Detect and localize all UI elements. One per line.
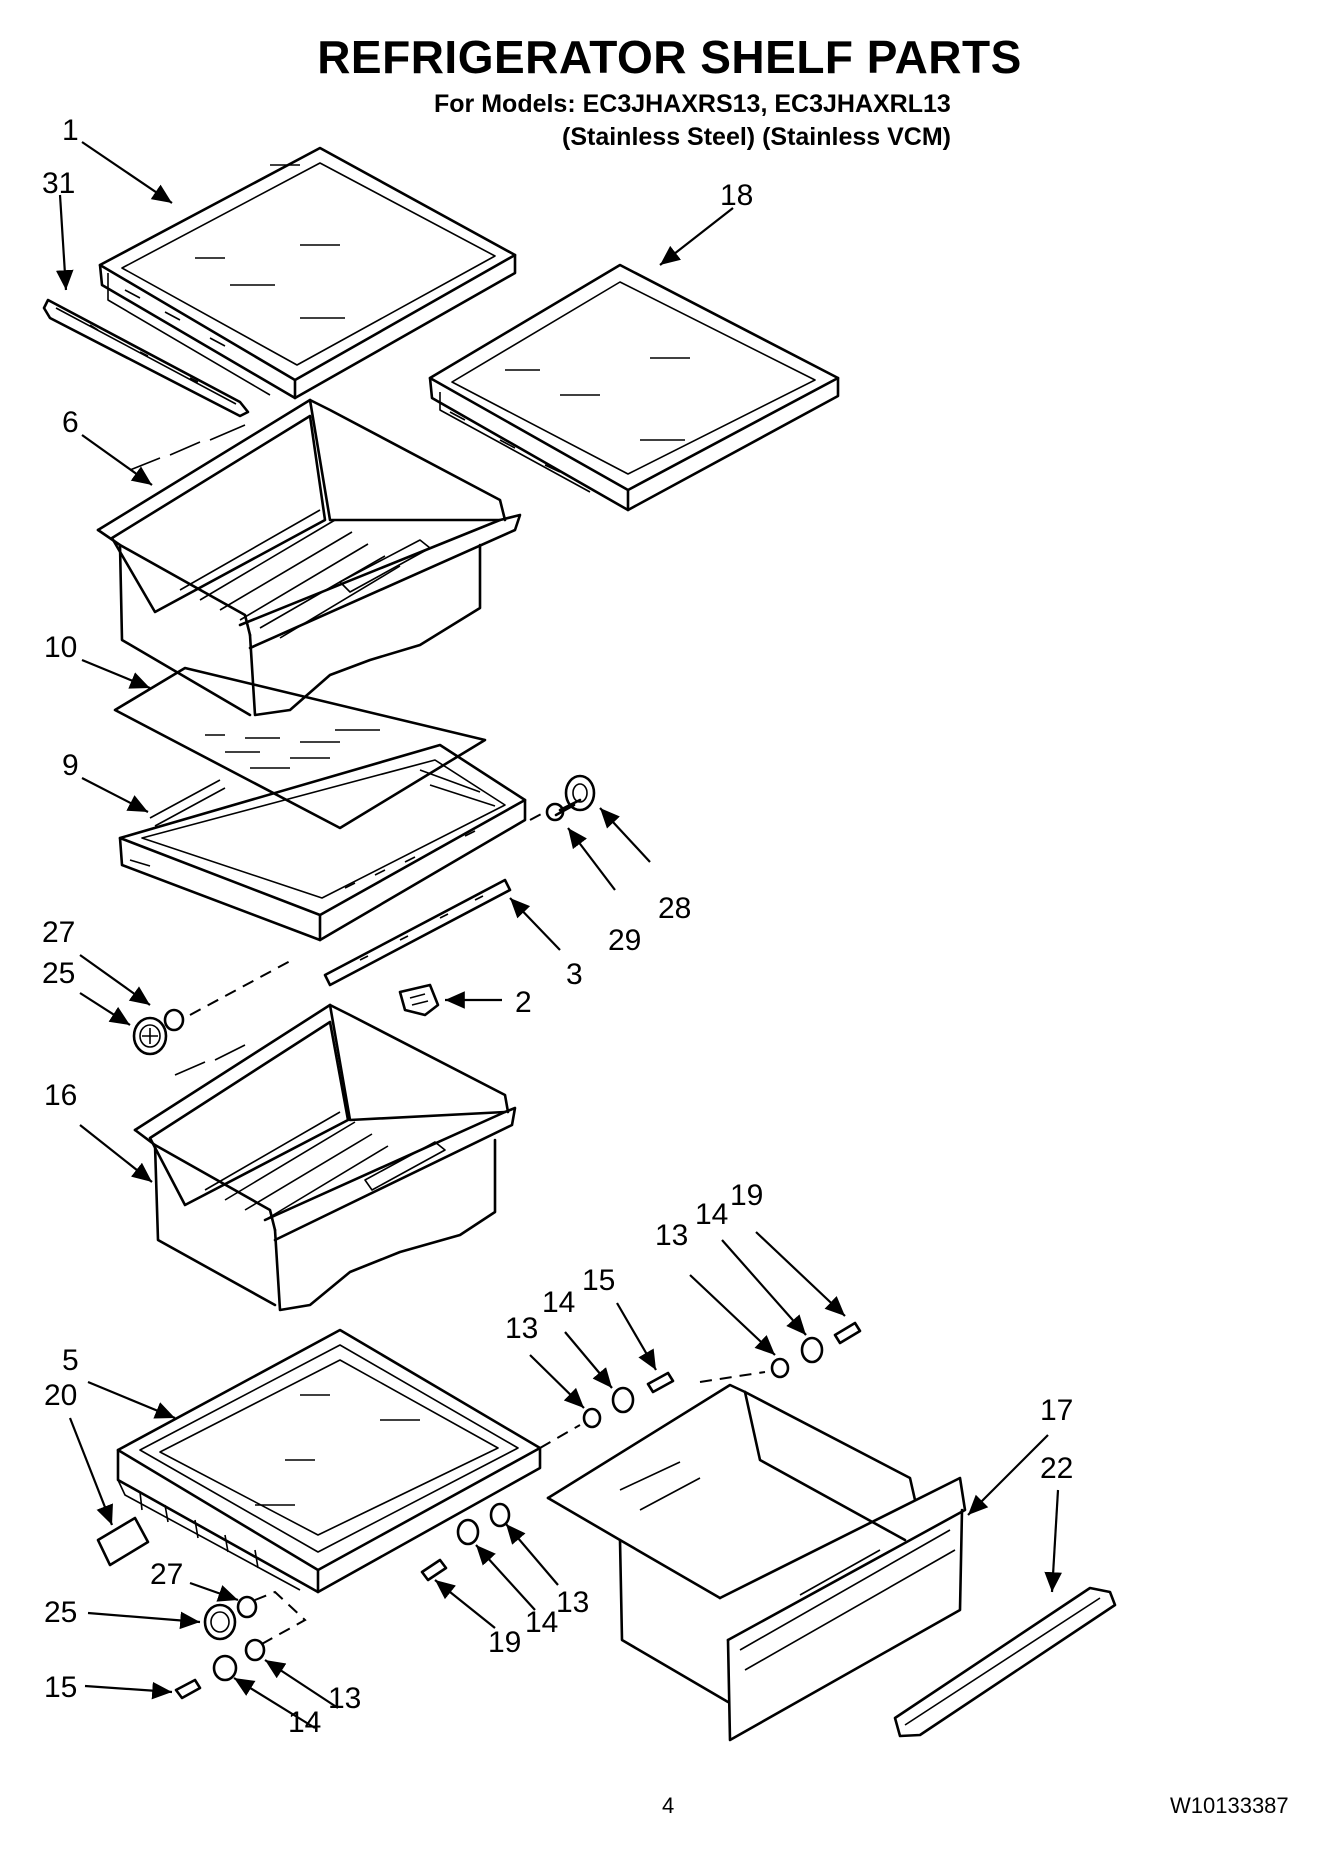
assembly-line-right: [699, 1371, 766, 1383]
finish-line: (Stainless Steel) (Stainless VCM): [562, 123, 952, 151]
part-2-clip: [398, 983, 440, 1017]
callout-27-upper: 27: [42, 916, 75, 949]
callout-22: 22: [1040, 1452, 1073, 1485]
callout-16: 16: [44, 1079, 77, 1112]
page-number: 4: [662, 1793, 675, 1818]
callout-6: 6: [62, 406, 79, 439]
part-25-27-upper-hardware: [132, 1008, 185, 1056]
assembly-line-upper-b: [529, 811, 546, 821]
callout-14-middle: 14: [542, 1286, 575, 1319]
callout-13-right: 13: [655, 1219, 688, 1252]
callout-13-lower: 13: [328, 1682, 361, 1715]
models-line: For Models: EC3JHAXRS13, EC3JHAXRL13: [434, 90, 951, 118]
callout-14-drawer: 14: [525, 1606, 558, 1639]
part-20-end-cap: [96, 1516, 150, 1567]
callout-labels: 1 31 18 6 10 9 28 29 3 27 25 2 16 19 14 …: [42, 114, 1073, 1739]
part-3-cover-rail: [323, 878, 512, 987]
part-10-crisper-cover-glass: [113, 666, 487, 830]
callout-13-drawer: 13: [556, 1586, 589, 1619]
assembly-line-middle: [539, 1424, 581, 1449]
assembly-line-lower-left: [254, 1590, 307, 1646]
callout-25-upper: 25: [42, 957, 75, 990]
callout-27-lower: 27: [150, 1558, 183, 1591]
part-13-14-15-lower-left-hardware: [174, 1638, 266, 1700]
part-1-glass-shelf: [98, 146, 517, 400]
callout-25-lower: 25: [44, 1596, 77, 1629]
part-17-pan-drawer: [546, 1383, 967, 1742]
part-5-pan-frame: [116, 1328, 542, 1594]
callout-9: 9: [62, 749, 79, 782]
callout-13-middle: 13: [505, 1312, 538, 1345]
callout-31: 31: [42, 167, 75, 200]
callout-20: 20: [44, 1379, 77, 1412]
document-number: W10133387: [1170, 1793, 1289, 1818]
part-16-crisper-drawer: [133, 1003, 517, 1312]
callout-28: 28: [658, 892, 691, 925]
part-28-29-hardware: [545, 774, 596, 822]
callout-29: 29: [608, 924, 641, 957]
part-25-27-lower-hardware: [203, 1595, 258, 1641]
callout-19-right: 19: [730, 1179, 763, 1212]
callout-5: 5: [62, 1344, 79, 1377]
part-9-crisper-cover-frame: [118, 743, 527, 942]
callout-15-middle: 15: [582, 1264, 615, 1297]
callout-10: 10: [44, 631, 77, 664]
part-13-14-19-drawer-hardware: [420, 1502, 511, 1582]
part-18-glass-shelf: [428, 263, 840, 512]
part-31-shelf-rail: [42, 298, 250, 418]
callout-14-right: 14: [695, 1198, 728, 1231]
part-13-14-19-right-hardware: [770, 1321, 862, 1379]
callout-18: 18: [720, 179, 753, 212]
callout-2: 2: [515, 986, 532, 1019]
leader-lines: [55, 141, 1062, 1729]
callout-14-lower: 14: [288, 1706, 321, 1739]
assembly-line-upper-a: [189, 959, 293, 1016]
callout-17: 17: [1040, 1394, 1073, 1427]
page-title: REFRIGERATOR SHELF PARTS: [317, 31, 1022, 83]
part-6-crisper-drawer: [96, 398, 522, 717]
part-13-14-15-middle-hardware: [582, 1371, 675, 1429]
callout-1: 1: [62, 114, 79, 147]
part-22-drawer-handle: [893, 1586, 1117, 1738]
callout-15-lower: 15: [44, 1671, 77, 1704]
callout-19-drawer: 19: [488, 1626, 521, 1659]
callout-3: 3: [566, 958, 583, 991]
